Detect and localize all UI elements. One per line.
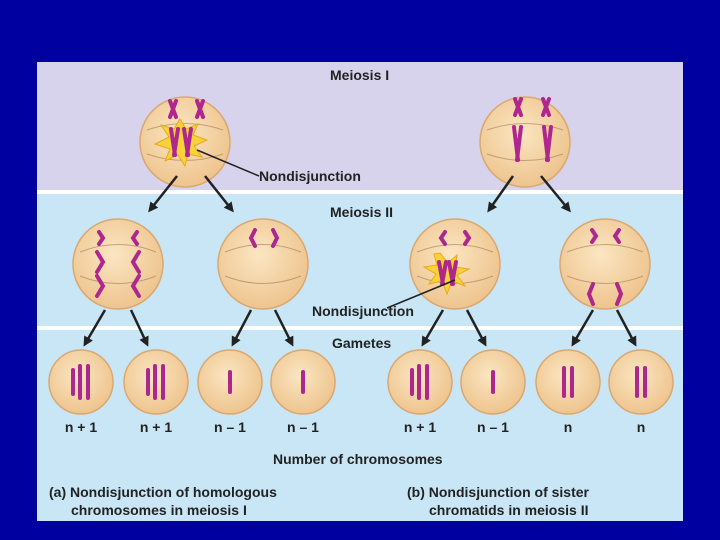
chromosomes <box>168 99 205 157</box>
gamete-ploidy-label: n <box>563 419 573 435</box>
meiosis2-cell-1 <box>72 218 164 310</box>
stage-label-meiosis1: Meiosis I <box>330 67 390 83</box>
division-arrows <box>148 175 571 213</box>
caption-b-line1: (b) Nondisjunction of sister <box>407 484 589 500</box>
caption-a-line1: (a) Nondisjunction of homologous <box>49 484 277 500</box>
division-arrows <box>83 309 637 347</box>
nondisjunction-label-b: Nondisjunction <box>312 303 414 319</box>
gamete-ploidy-label: n + 1 <box>139 419 173 435</box>
gamete-ploidy-label: n – 1 <box>477 419 509 435</box>
gamete-ploidy-label: n + 1 <box>64 419 98 435</box>
stage-label-gametes: Gametes <box>332 335 392 351</box>
axis-label: Number of chromosomes <box>273 451 443 467</box>
meiosis1-cell-a <box>139 96 231 188</box>
nondisjunction-pointer <box>196 149 260 177</box>
chromosomes <box>512 97 553 162</box>
caption-b: (b) Nondisjunction of sister chromatids … <box>407 483 589 519</box>
nondisjunction-pointer <box>386 279 456 309</box>
gamete-3 <box>197 349 263 415</box>
gamete-ploidy-label: n + 1 <box>403 419 437 435</box>
gamete-cells <box>48 349 674 415</box>
meiosis2-cell-2 <box>217 218 309 310</box>
nondisjunction-label-a: Nondisjunction <box>259 168 361 184</box>
gamete-ploidy-label: n <box>636 419 646 435</box>
meiosis2-cell-4 <box>559 218 651 310</box>
gamete-7 <box>535 349 601 415</box>
figure-artwork <box>37 62 683 521</box>
stage-label-meiosis2: Meiosis II <box>330 204 394 220</box>
band-divider <box>37 190 683 194</box>
gamete-6 <box>460 349 526 415</box>
meiosis1-cell-b <box>479 96 571 188</box>
caption-b-line2: chromatids in meiosis II <box>429 502 589 518</box>
gamete-1 <box>48 349 114 415</box>
nondisjunction-burst-icon <box>153 118 209 168</box>
gamete-8 <box>608 349 674 415</box>
meiosis2-cell-3 <box>409 218 501 310</box>
gamete-4 <box>270 349 336 415</box>
caption-a: (a) Nondisjunction of homologous chromos… <box>49 483 277 519</box>
caption-a-line2: chromosomes in meiosis I <box>71 502 247 518</box>
gamete-ploidy-label: n – 1 <box>287 419 319 435</box>
gamete-ploidy-label: n – 1 <box>214 419 246 435</box>
band-divider <box>37 326 683 330</box>
gamete-2 <box>123 349 189 415</box>
nondisjunction-figure: Meiosis I Meiosis II Gametes Nondisjunct… <box>37 62 683 521</box>
gamete-5 <box>387 349 453 415</box>
